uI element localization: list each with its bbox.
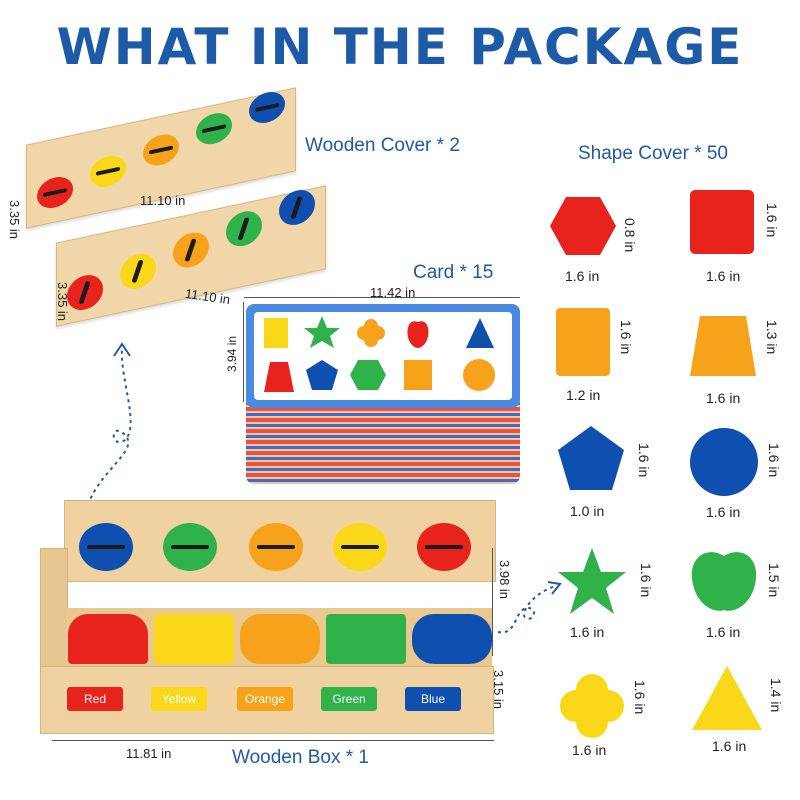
lid-hole-red	[417, 523, 471, 571]
card-hexagon-shape	[350, 360, 386, 390]
card-pentagon-shape	[306, 360, 338, 390]
card-height-dim: 3.94 in	[225, 335, 239, 372]
lid-hole-orange	[249, 523, 303, 571]
pentagon-width-dim: 1.0 in	[570, 503, 605, 519]
triangle-width-dim: 1.6 in	[712, 738, 747, 754]
page-title: WHAT IN THE PACKAGE	[56, 18, 744, 76]
triangle-shape	[692, 666, 762, 730]
card-shape-grid	[264, 316, 495, 392]
cover-length-dim-1: 11.10 in	[140, 193, 186, 208]
card-top	[246, 304, 520, 408]
dotted-arrow-cover	[87, 342, 132, 506]
card-circle-shape	[463, 359, 495, 391]
cover-width-dim-1: 3.35 in	[7, 200, 22, 240]
clover-width-dim: 1.6 in	[572, 742, 607, 758]
circle-width-dim: 1.6 in	[706, 504, 741, 520]
box-label-blue: Blue	[405, 687, 461, 711]
clover-height-dim: 1.6 in	[632, 680, 648, 715]
cover-hole-yellow	[120, 250, 156, 293]
card-triangle-shape	[466, 318, 494, 348]
circle-height-dim: 1.6 in	[766, 443, 782, 478]
apple-width-dim: 1.6 in	[706, 624, 741, 640]
cover-hole-red	[67, 271, 103, 314]
apple-height-dim: 1.5 in	[766, 563, 782, 598]
triangle-height-dim: 1.4 in	[768, 678, 784, 713]
hexagon-width-dim: 1.6 in	[565, 268, 600, 284]
shape-cover-label: Shape Cover * 50	[578, 143, 728, 164]
hexagon-shape	[550, 197, 616, 255]
cover-hole-yellow	[90, 152, 126, 191]
card-rect-shape	[264, 318, 288, 348]
lid-hole-yellow	[333, 523, 387, 571]
square-shape	[690, 190, 754, 254]
rectangle-width-dim: 1.2 in	[566, 387, 601, 403]
pentagon-height-dim: 1.6 in	[636, 443, 652, 478]
star-height-dim: 1.6 in	[638, 563, 654, 598]
pentagon-shape	[558, 426, 624, 490]
wooden-box-label: Wooden Box * 1	[232, 747, 369, 768]
cover-hole-green	[196, 109, 232, 148]
box-length-line	[52, 740, 494, 741]
card-stack	[246, 304, 520, 486]
cover-hole-blue	[249, 88, 285, 127]
lid-hole-blue	[79, 523, 133, 571]
wooden-cover-label: Wooden Cover * 2	[305, 135, 460, 156]
card-trapezoid-shape	[264, 362, 294, 392]
cover-width-dim-2: 3.35 in	[55, 282, 70, 322]
trapezoid-height-dim: 1.3 in	[764, 320, 780, 355]
box-height-line	[492, 548, 493, 656]
card-width-dim: 11.42 in	[370, 285, 416, 300]
box-length-dim: 11.81 in	[126, 746, 172, 761]
box-compartments	[66, 608, 492, 666]
apple-shape	[691, 552, 757, 611]
wooden-box: Red Yellow Orange Green Blue	[38, 496, 498, 736]
lid-hole-green	[163, 523, 217, 571]
trapezoid-shape	[690, 316, 756, 376]
box-label-orange: Orange	[237, 687, 293, 711]
rectangle-shape	[556, 308, 610, 376]
trapezoid-width-dim: 1.6 in	[706, 390, 741, 406]
cover-hole-blue	[279, 186, 315, 229]
square-height-dim: 1.6 in	[764, 203, 780, 238]
cover-hole-green	[226, 207, 262, 250]
card-label: Card * 15	[413, 262, 494, 283]
box-depth-dim: 3.15 in	[491, 670, 506, 710]
cover-hole-orange	[173, 229, 209, 271]
hexagon-height-dim: 0.8 in	[622, 218, 638, 253]
star-width-dim: 1.6 in	[570, 624, 605, 640]
star-shape	[558, 548, 626, 614]
box-lid	[64, 500, 496, 582]
circle-shape	[690, 428, 758, 496]
card-width-line	[244, 297, 520, 298]
rectangle-height-dim: 1.6 in	[618, 320, 634, 355]
cover-hole-red	[37, 173, 73, 212]
clover-shape	[560, 674, 624, 738]
card-height-line	[243, 302, 244, 402]
box-front: Red Yellow Orange Green Blue	[40, 666, 494, 734]
box-label-yellow: Yellow	[151, 687, 207, 711]
card-star-shape	[304, 316, 340, 348]
box-label-green: Green	[321, 687, 377, 711]
card-square-shape	[404, 360, 432, 390]
square-width-dim: 1.6 in	[706, 268, 741, 284]
cover-hole-orange	[143, 131, 179, 169]
dotted-arrow-star	[497, 581, 562, 634]
box-label-red: Red	[67, 687, 123, 711]
card-apple-shape	[407, 321, 429, 348]
